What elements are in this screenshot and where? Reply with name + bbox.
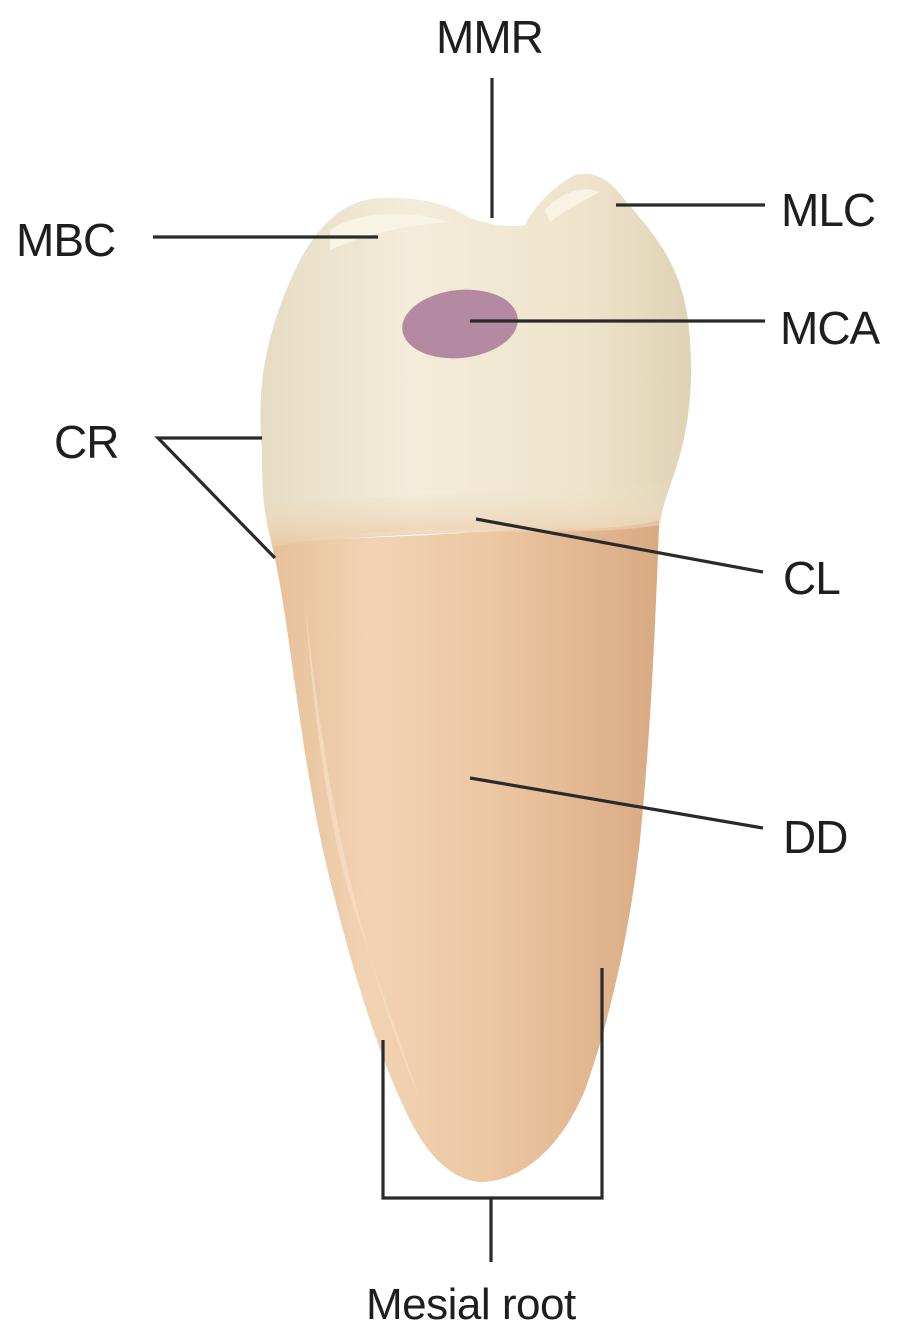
label-mlc: MLC	[781, 187, 875, 233]
cr-leader-line	[158, 438, 275, 558]
label-mca: MCA	[780, 305, 879, 351]
label-mbc: MBC	[16, 217, 115, 263]
label-dd: DD	[783, 814, 847, 860]
label-mesial-root: Mesial root	[366, 1283, 576, 1327]
label-mmr: MMR	[436, 14, 543, 60]
label-cl: CL	[783, 555, 840, 601]
label-cr: CR	[54, 419, 118, 465]
